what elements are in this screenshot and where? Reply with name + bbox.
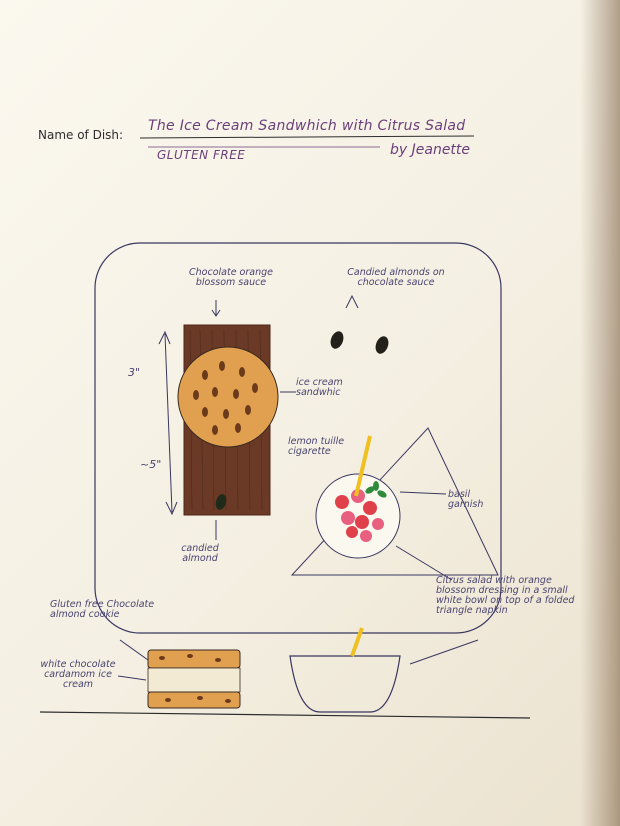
- side-tuile: [350, 627, 364, 657]
- ice-cream-sandwich-top: [177, 346, 279, 448]
- annotation-cookie: Gluten free Chocolate almond cookie: [50, 599, 155, 620]
- page-shadow: [580, 0, 620, 826]
- annotation-tuile: lemon tuille cigarette: [288, 436, 345, 457]
- annotation-sauce: Chocolate orange blossom sauce: [189, 267, 273, 288]
- annotation-basil: basil garnish: [448, 489, 484, 510]
- title-underline: [139, 135, 475, 139]
- plate-outline: [94, 242, 502, 634]
- candied-almond-1: [330, 331, 344, 349]
- lemon-tuile: [354, 435, 372, 497]
- side-cookie-bottom: [147, 691, 241, 709]
- dimension-arrow-top: [158, 330, 171, 345]
- annotation-citrus-salad: Citrus salad with orange blossom dressin…: [436, 575, 575, 616]
- annotation-almonds: Candied almonds on chocolate sauce: [347, 267, 445, 288]
- side-chips: [159, 654, 231, 703]
- cookie-chips: [193, 361, 258, 435]
- side-bowl: [289, 655, 401, 713]
- gluten-free-label: GLUTEN FREE: [157, 148, 246, 162]
- table-line: [39, 711, 531, 719]
- cookie-arrow: [119, 639, 149, 661]
- candied-almond-2: [375, 336, 389, 354]
- dimension-arrow-bottom: [165, 501, 178, 516]
- annotation-white-chocolate: white chocolate cardamom ice cream: [40, 659, 116, 690]
- name-of-dish-label: Name of Dish:: [38, 128, 124, 142]
- dimension-3in: 3": [128, 366, 141, 379]
- annotation-candied-almond: candied almond: [181, 543, 219, 564]
- whitechoc-arrow: [117, 675, 147, 681]
- basil-garnish: [365, 481, 387, 498]
- side-ice-cream: [147, 667, 241, 693]
- candied-almond-3: [215, 494, 227, 510]
- annotation-ice-cream: ice cream sandwhic: [296, 377, 343, 398]
- citrus-arrow: [395, 545, 453, 581]
- dimension-arrow: [164, 333, 173, 513]
- citrus-pieces: [335, 489, 384, 542]
- almond-arrows: [345, 294, 359, 309]
- bowl-arrow: [409, 639, 479, 665]
- author-signature: by Jeanette: [390, 142, 471, 158]
- dish-title: The Ice Cream Sandwhich with Citrus Sala…: [148, 118, 466, 134]
- dimension-5in: ~5": [140, 458, 162, 471]
- basil-arrow: [399, 491, 447, 495]
